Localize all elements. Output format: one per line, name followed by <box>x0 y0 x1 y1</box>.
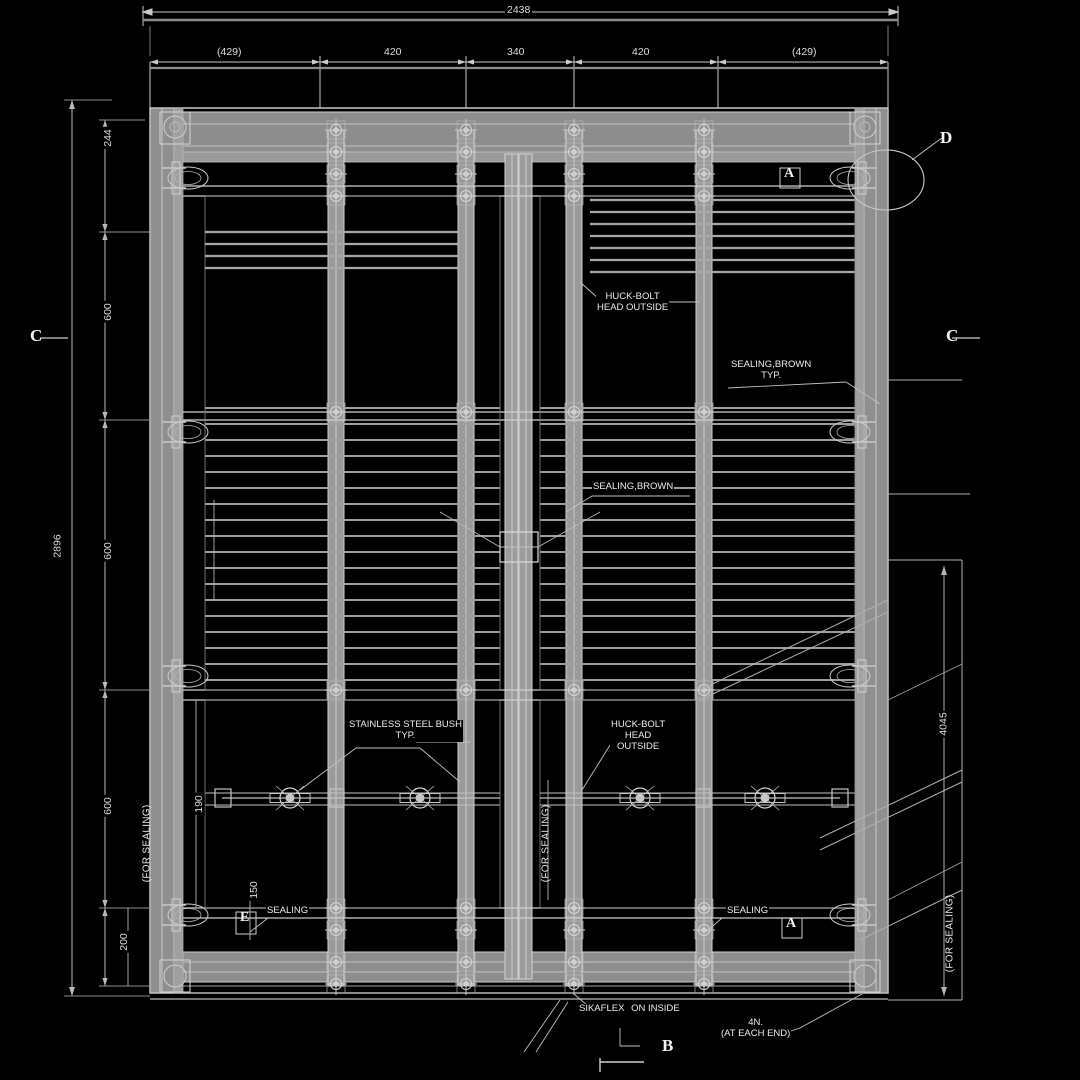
dim-top-3: 340 <box>505 46 527 58</box>
note-line-3: OUTSIDE <box>616 740 660 752</box>
note-sealing-left: SEALING <box>266 905 310 917</box>
note-line-1: HUCK-BOLT <box>611 719 666 730</box>
dim-left-5: 200 <box>117 931 130 953</box>
note-sealing-brown-typ: SEALING,BROWN TYP. <box>730 359 813 382</box>
note-line-1: SIKAFLEX <box>579 1003 625 1014</box>
marker-detail-d: D <box>940 128 953 147</box>
marker-section-c-right: C <box>946 326 959 345</box>
dim-left-3: 600 <box>101 540 114 562</box>
note-line-1: SEALING,BROWN <box>731 359 812 370</box>
dim-right-overall: 4045 <box>937 710 950 738</box>
note-line-2: (AT EACH END) <box>721 1027 791 1039</box>
note-line-1: 4N. <box>748 1017 764 1028</box>
marker-detail-a-upper: A <box>784 166 795 181</box>
note-sealing-brown: SEALING,BROWN <box>592 481 675 493</box>
marker-detail-a-lower: A <box>786 916 797 931</box>
note-for-sealing-right: (FOR SEALING) <box>944 894 956 973</box>
note-sealing-right: SEALING <box>726 905 770 917</box>
note-line-1: HUCK-BOLT <box>605 291 660 302</box>
note-sikaflex: SIKAFLEX ON INSIDE <box>578 1003 681 1015</box>
note-for-sealing-left: (FOR SEALING) <box>141 804 153 883</box>
dim-inner-190: 190 <box>192 793 205 815</box>
marker-detail-b: B <box>662 1036 674 1055</box>
note-line-2: HEAD <box>624 729 652 741</box>
dim-top-1: (429) <box>215 46 244 58</box>
note-line-2: TYP. <box>395 729 416 741</box>
note-huck-bolt-lower: HUCK-BOLT HEAD OUTSIDE <box>610 719 667 753</box>
dim-inner-150: 150 <box>247 879 260 901</box>
note-for-sealing-mid: (FOR SEALING) <box>540 804 552 883</box>
dim-left-overall: 2896 <box>51 532 64 560</box>
dim-left-1: 244 <box>101 127 114 149</box>
marker-section-c-left: C <box>30 326 43 345</box>
note-line-2: HEAD OUTSIDE <box>597 301 669 313</box>
note-line-1: STAINLESS STEEL BUSH <box>349 719 462 730</box>
dim-top-overall: 2438 <box>505 4 533 16</box>
dim-top-5: (429) <box>790 46 819 58</box>
note-huck-bolt-upper: HUCK-BOLT HEAD OUTSIDE <box>596 291 670 314</box>
marker-detail-e: E <box>240 910 250 925</box>
dim-top-2: 420 <box>382 46 404 58</box>
dim-top-4: 420 <box>630 46 652 58</box>
note-stainless-bush: STAINLESS STEEL BUSH TYP. <box>348 719 463 742</box>
note-at-each-end: 4N. (AT EACH END) <box>720 1017 792 1040</box>
note-line-2: TYP. <box>761 369 782 381</box>
dim-left-4: 600 <box>101 795 114 817</box>
note-line-2: ON INSIDE <box>631 1003 680 1014</box>
dim-left-2: 600 <box>101 301 114 323</box>
